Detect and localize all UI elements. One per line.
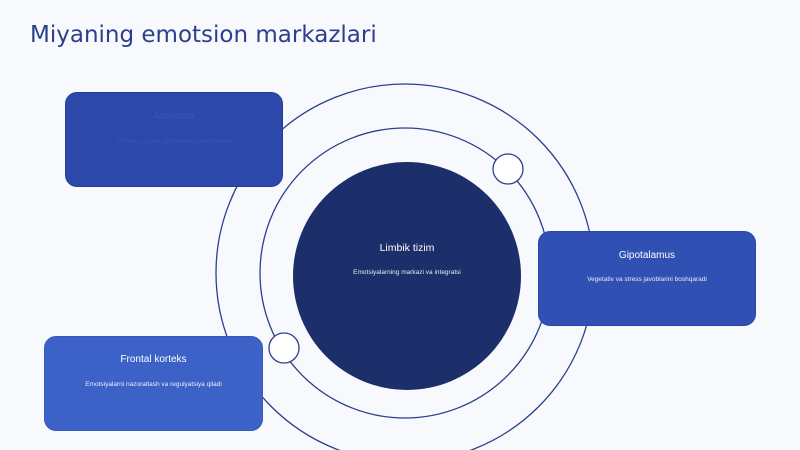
ring-node-left [268, 332, 300, 364]
limbic-center-circle [293, 162, 521, 390]
card-hypothalamus: Gipotalamus Vegetativ va stress javoblar… [538, 231, 756, 326]
slide-title: Miyaning emotsion markazlari [30, 22, 377, 48]
card-amygdala-description: Qo'rquv va xavf signallarini qayta ishla… [115, 138, 233, 145]
card-amygdala-label: Amigdala [153, 111, 195, 122]
limbic-center: Limbik tizim Emotsiyalarning markazi va … [294, 165, 520, 385]
card-frontal-description: Emotsiyalarni nazoratlash va regulyatsiy… [85, 381, 222, 388]
card-hypothalamus-label: Gipotalamus [618, 250, 676, 261]
limbic-label: Limbik tizim [379, 242, 435, 254]
card-frontal-cortex: Frontal korteks Emotsiyalarni nazoratlas… [44, 336, 263, 431]
card-amygdala: Amigdala Qo'rquv va xavf signallarini qa… [65, 92, 283, 187]
card-hypothalamus-description: Vegetativ va stress javoblarini boshqara… [587, 276, 707, 283]
ring-node-top-right [492, 153, 524, 185]
limbic-description: Emotsiyalarning markazi va integratsi [353, 269, 461, 276]
card-frontal-label: Frontal korteks [120, 354, 187, 365]
